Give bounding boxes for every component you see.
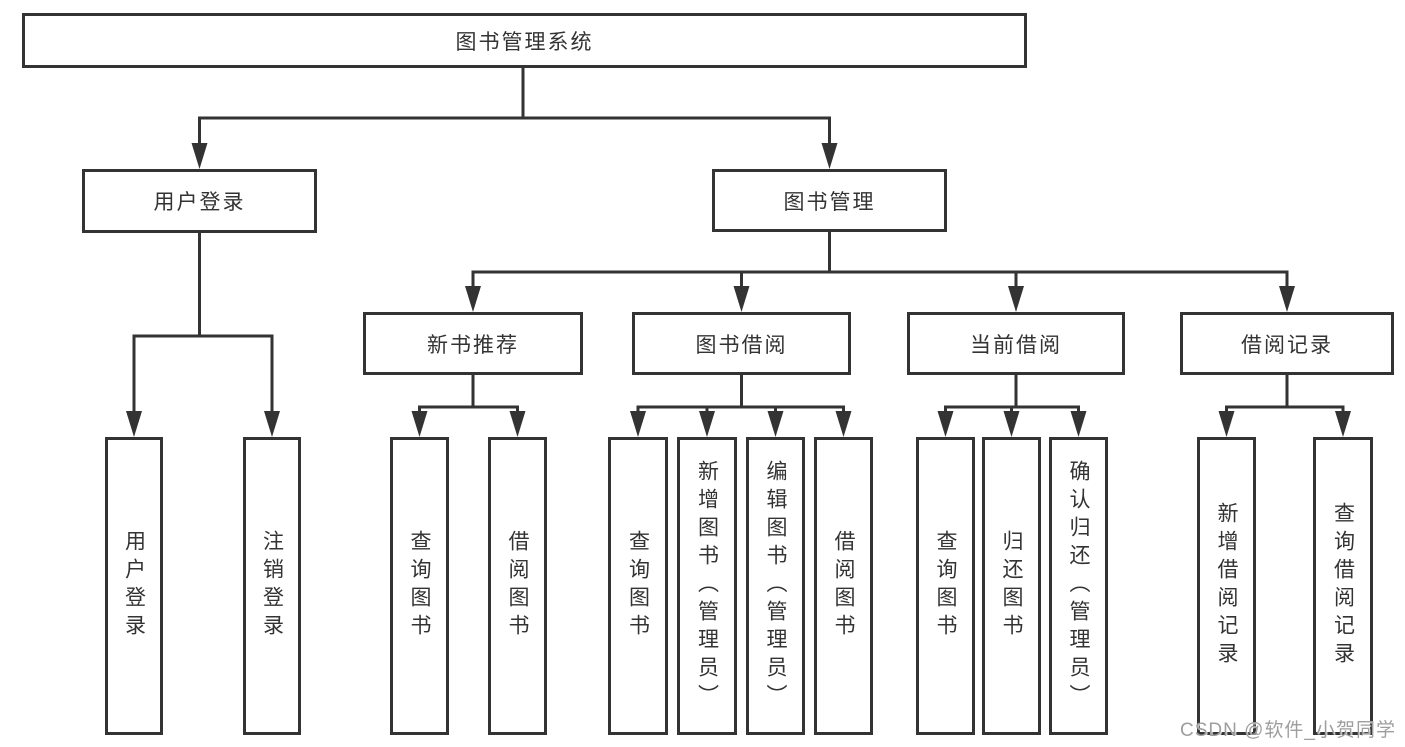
- node-leaf-return-book: 归还图书: [982, 437, 1041, 735]
- node-user-login: 用户登录: [82, 169, 317, 233]
- node-new-book-recommend: 新书推荐: [363, 312, 583, 375]
- node-leaf-user-login: 用户登录: [105, 437, 163, 735]
- node-leaf-query-borrow-record: 查询借阅记录: [1313, 437, 1373, 735]
- node-current-borrow: 当前借阅: [907, 312, 1125, 375]
- node-leaf-edit-book-admin: 编辑图书（管理员）: [746, 437, 805, 735]
- node-library-system: 图书管理系统: [22, 13, 1027, 68]
- node-book-borrow: 图书借阅: [632, 312, 851, 375]
- node-leaf-add-book-admin: 新增图书（管理员）: [677, 437, 737, 735]
- node-book-management: 图书管理: [712, 169, 947, 232]
- node-leaf-logout: 注销登录: [243, 437, 301, 735]
- node-leaf-query-current: 查询图书: [916, 437, 975, 735]
- node-leaf-borrow-book: 借阅图书: [814, 437, 873, 735]
- node-leaf-query-book: 查询图书: [608, 437, 668, 735]
- node-leaf-query-book-recommend: 查询图书: [390, 437, 449, 735]
- watermark-text: CSDN @软件_小贺同学: [1180, 720, 1396, 741]
- node-borrow-records: 借阅记录: [1180, 312, 1394, 375]
- node-leaf-add-borrow-record: 新增借阅记录: [1197, 437, 1256, 735]
- node-leaf-confirm-return-admin: 确认归还（管理员）: [1049, 437, 1108, 735]
- node-leaf-borrow-book-recommend: 借阅图书: [488, 437, 547, 735]
